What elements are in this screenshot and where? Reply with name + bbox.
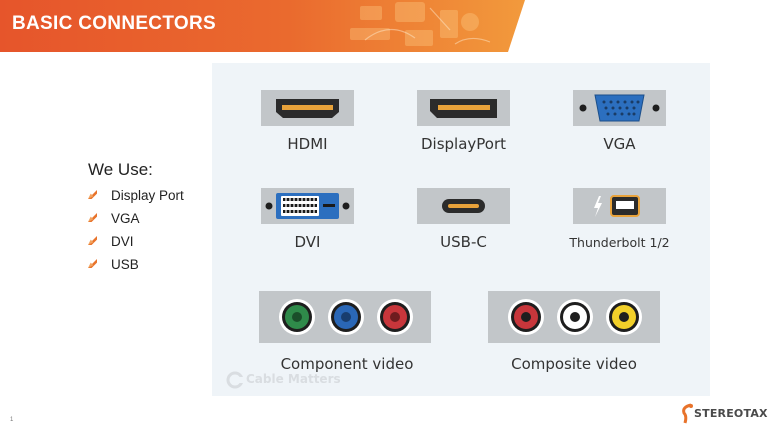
title-banner — [0, 0, 525, 52]
bullet-arrow-icon — [88, 236, 97, 245]
usage-item: Display Port — [88, 188, 184, 211]
brand-name: STEREOTAXIS — [694, 407, 768, 420]
watermark-text: Cable Matters — [246, 372, 341, 386]
cable-matters-logo-icon — [226, 371, 244, 389]
bullet-arrow-icon — [88, 259, 97, 268]
usage-heading: We Use: — [88, 160, 153, 179]
hdmi-plate — [261, 90, 354, 126]
slide-title: BASIC CONNECTORS — [12, 13, 216, 34]
usage-item-label: VGA — [111, 211, 140, 226]
usage-item: USB — [88, 257, 184, 280]
usbc-label: USB-C — [440, 233, 487, 251]
displayport-label: DisplayPort — [420, 135, 507, 153]
dvi-plate — [261, 188, 354, 224]
dvi-port-icon — [265, 193, 350, 219]
usage-list: We Use: Display Port VGA DVI USB — [88, 160, 184, 280]
hdmi-label: HDMI — [287, 135, 328, 153]
cable-matters-watermark: Cable Matters — [226, 369, 341, 391]
vga-label: VGA — [603, 135, 636, 153]
usage-item: VGA — [88, 211, 184, 234]
displayport-port-icon — [430, 99, 497, 118]
usage-item-label: Display Port — [111, 188, 184, 203]
composite-label: Composite video — [511, 355, 637, 373]
thunderbolt-label: Thunderbolt 1/2 — [569, 235, 670, 250]
usage-item-label: USB — [111, 257, 139, 272]
component-label: Component video — [280, 355, 414, 373]
usbc-port-icon — [442, 199, 485, 213]
usage-item-label: DVI — [111, 234, 134, 249]
displayport-plate — [417, 90, 510, 126]
thunderbolt-port-icon — [594, 195, 640, 217]
usage-item: DVI — [88, 234, 184, 257]
composite-plate — [488, 291, 660, 343]
dvi-label: DVI — [294, 233, 321, 251]
bullet-arrow-icon — [88, 213, 97, 222]
page-number: 1 — [10, 417, 14, 423]
brand-logo: STEREOTAXIS — [680, 402, 768, 426]
vga-port-icon — [579, 94, 660, 122]
component-video-icon — [279, 299, 413, 335]
vga-plate — [573, 90, 666, 126]
bullet-arrow-icon — [88, 190, 97, 199]
thunderbolt-plate — [573, 188, 666, 224]
hdmi-port-icon — [276, 99, 339, 118]
composite-video-icon — [508, 299, 642, 335]
component-plate — [259, 291, 431, 343]
usbc-plate — [417, 188, 510, 224]
stereotaxis-logo-icon — [682, 403, 693, 424]
connector-figure: HDMI DisplayPort VGA — [212, 63, 710, 396]
